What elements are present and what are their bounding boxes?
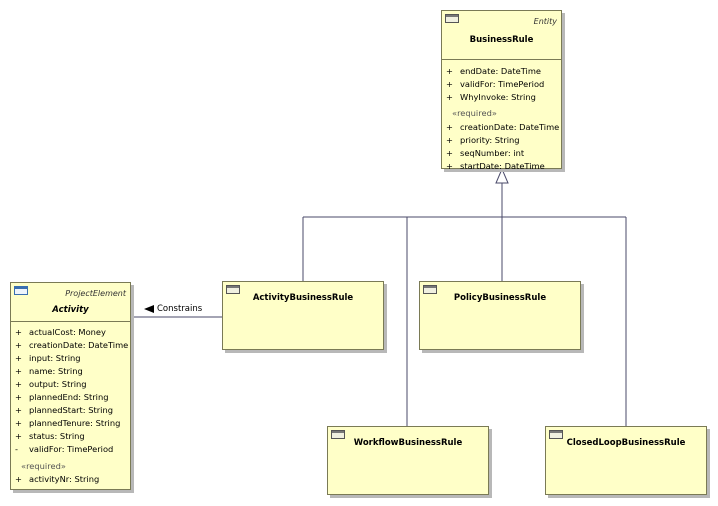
attribute: +validFor: TimePeriod [446,79,545,89]
policy-business-rule-class[interactable]: PolicyBusinessRule [419,281,581,350]
direction-arrow-icon [144,305,154,313]
attribute: +creationDate: DateTime [15,340,129,350]
attribute: +seqNumber: int [446,148,525,158]
generalization-arrowhead [495,167,509,184]
attribute: +startDate: DateTime [446,161,545,171]
constrains-label: Constrains [157,304,203,314]
stereotype-label: ProjectElement [65,289,126,298]
attribute: +WhyInvoke: String [446,92,536,102]
class-icon [14,286,28,295]
class-icon [226,285,240,294]
attribute: +endDate: DateTime [446,66,542,76]
class-name: ClosedLoopBusinessRule [566,438,686,448]
attribute: +output: String [15,379,87,389]
required-section-label: «required» [452,108,497,118]
closed-loop-business-rule-class[interactable]: ClosedLoopBusinessRule [545,426,707,495]
attribute: +input: String [15,353,81,363]
attribute: -validFor: TimePeriod [15,444,114,454]
attribute: +plannedStart: String [15,405,114,415]
activity-business-rule-class[interactable]: ActivityBusinessRule [222,281,384,350]
workflow-business-rule-class[interactable]: WorkflowBusinessRule [327,426,489,495]
attribute: +activityNr: String [15,474,100,484]
attribute: +plannedTenure: String [15,418,121,428]
attribute: +plannedEnd: String [15,392,109,402]
class-icon [331,430,345,439]
attribute: +creationDate: DateTime [446,122,560,132]
stereotype-label: Entity [533,17,557,26]
attribute: +priority: String [446,135,520,145]
class-name: ActivityBusinessRule [252,293,354,303]
generalization-connectors [302,183,627,426]
attribute: +actualCost: Money [15,327,106,337]
compartment-divider [442,59,561,60]
attribute: +status: String [15,431,85,441]
class-icon [423,285,437,294]
class-name: WorkflowBusinessRule [353,438,463,448]
class-name: PolicyBusinessRule [453,293,547,303]
business-rule-class[interactable]: Entity BusinessRule +endDate: DateTime +… [441,10,562,171]
class-icon [445,14,459,23]
compartment-divider [11,321,130,322]
attribute: +name: String [15,366,83,376]
class-icon [549,430,563,439]
required-section-label: «required» [21,461,66,471]
class-name: BusinessRule [469,35,534,45]
activity-class[interactable]: ProjectElement Activity +actualCost: Mon… [10,282,131,490]
class-name: Activity [52,305,89,315]
